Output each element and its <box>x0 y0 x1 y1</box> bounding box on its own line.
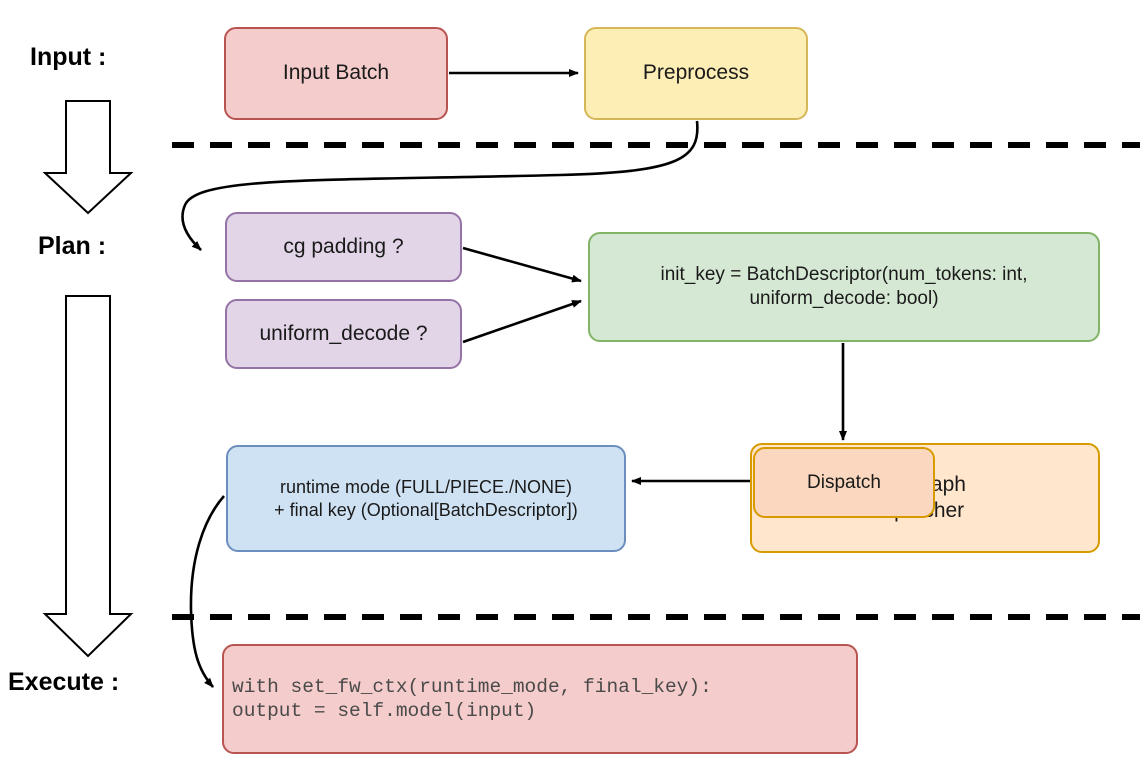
node-preprocess[interactable]: Preprocess <box>584 27 808 120</box>
node-cg-padding-label: cg padding ? <box>283 234 404 258</box>
stage-label-input: Input : <box>30 43 107 71</box>
node-input-batch[interactable]: Input Batch <box>224 27 448 120</box>
node-runtime-mode[interactable]: runtime mode (FULL/PIECE./NONE) + final … <box>226 445 626 552</box>
node-init-key-batchdescriptor[interactable]: init_key = BatchDescriptor(num_tokens: i… <box>588 232 1100 342</box>
node-dispatch[interactable]: Dispatch <box>753 447 935 518</box>
node-code-block-label: with set_fw_ctx(runtime_mode, final_key)… <box>232 675 712 722</box>
node-code-block[interactable]: with set_fw_ctx(runtime_mode, final_key)… <box>222 644 858 754</box>
node-input-batch-label: Input Batch <box>282 61 390 85</box>
node-dispatch-label: Dispatch <box>807 471 881 493</box>
edge-cg-padding-to-init-key <box>462 246 582 283</box>
edge-uniform-decode-to-init-key <box>462 299 582 344</box>
node-cg-padding[interactable]: cg padding ? <box>225 212 462 282</box>
node-uniform-decode-label: uniform_decode ? <box>259 321 428 345</box>
stage-label-execute: Execute : <box>8 668 120 696</box>
input-to-plan-arrow <box>42 100 134 215</box>
node-init-key-label: init_key = BatchDescriptor(num_tokens: i… <box>660 264 1028 309</box>
node-runtime-mode-label: runtime mode (FULL/PIECE./NONE) + final … <box>274 477 578 520</box>
plan-to-execute-arrow <box>42 295 134 658</box>
node-uniform-decode[interactable]: uniform_decode ? <box>225 299 462 369</box>
edge-runtime-mode-to-code-block <box>189 495 225 688</box>
stage-label-plan: Plan : <box>38 232 107 260</box>
node-preprocess-label: Preprocess <box>642 61 750 85</box>
